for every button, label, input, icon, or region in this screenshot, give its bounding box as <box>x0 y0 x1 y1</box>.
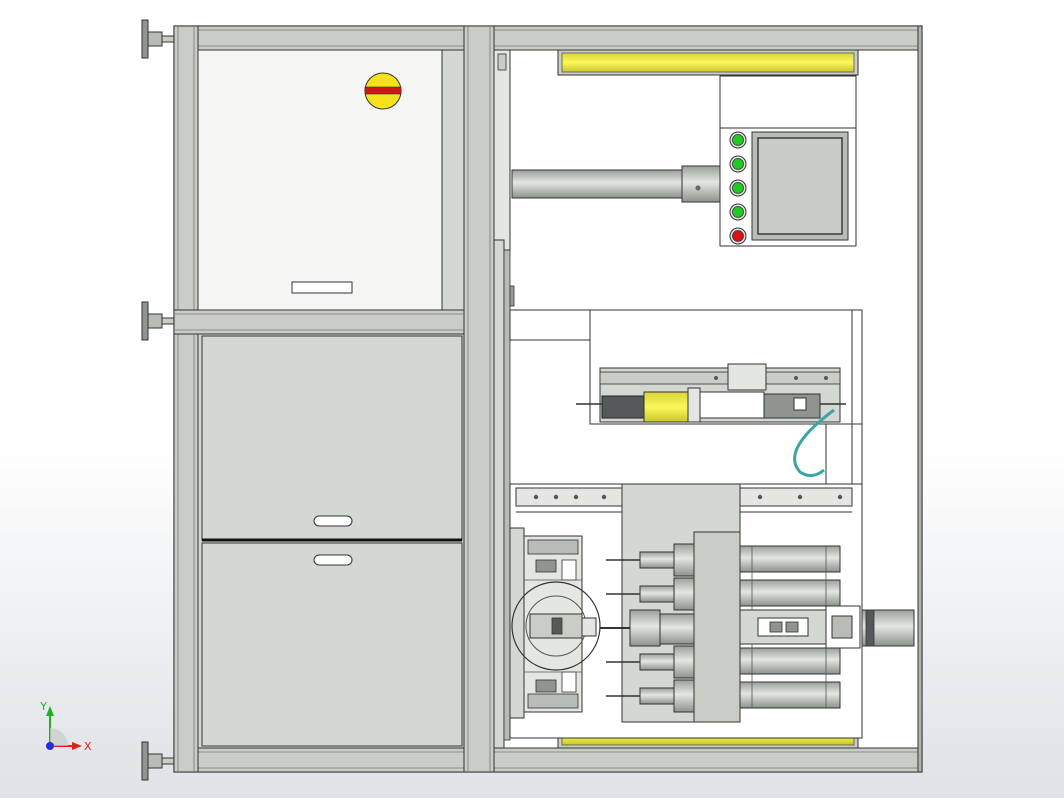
emergency-stop-button[interactable] <box>732 230 744 242</box>
warning-light-icon <box>364 72 402 110</box>
leveling-foot-top <box>141 19 177 59</box>
door-handle-lower <box>313 554 353 566</box>
leveling-foot-bottom <box>141 741 177 781</box>
upper-left-door <box>197 49 465 311</box>
leveling-foot-middle <box>141 301 177 341</box>
linear-guides <box>739 545 841 709</box>
indicator-light-green[interactable] <box>732 182 744 194</box>
indicator-light-green[interactable] <box>732 158 744 170</box>
outer-frame <box>173 25 923 773</box>
cabinet-door-upper <box>201 335 463 541</box>
indicator-light-green[interactable] <box>732 206 744 218</box>
cabinet-door-lower <box>201 542 463 747</box>
control-panel-arm <box>511 165 723 203</box>
control-panel <box>719 75 857 247</box>
nameplate <box>291 281 353 294</box>
y-axis-label: Y <box>39 700 47 713</box>
coordinate-triad[interactable]: Y X <box>39 700 92 753</box>
z-axis-dot <box>46 742 54 750</box>
air-hose <box>793 408 835 477</box>
actuator-station <box>509 309 863 484</box>
indicator-lights <box>729 131 747 245</box>
assembly-station <box>509 483 915 739</box>
rotary-fixture <box>509 527 601 719</box>
door-handle-upper <box>313 515 353 527</box>
servo-motor <box>739 605 915 649</box>
x-axis-label: X <box>84 740 92 753</box>
light-curtain-top <box>557 49 859 76</box>
spindles <box>600 543 695 713</box>
lower-left-cabinet <box>197 333 465 749</box>
indicator-light-green[interactable] <box>732 134 744 146</box>
hmi-screen <box>757 137 843 235</box>
